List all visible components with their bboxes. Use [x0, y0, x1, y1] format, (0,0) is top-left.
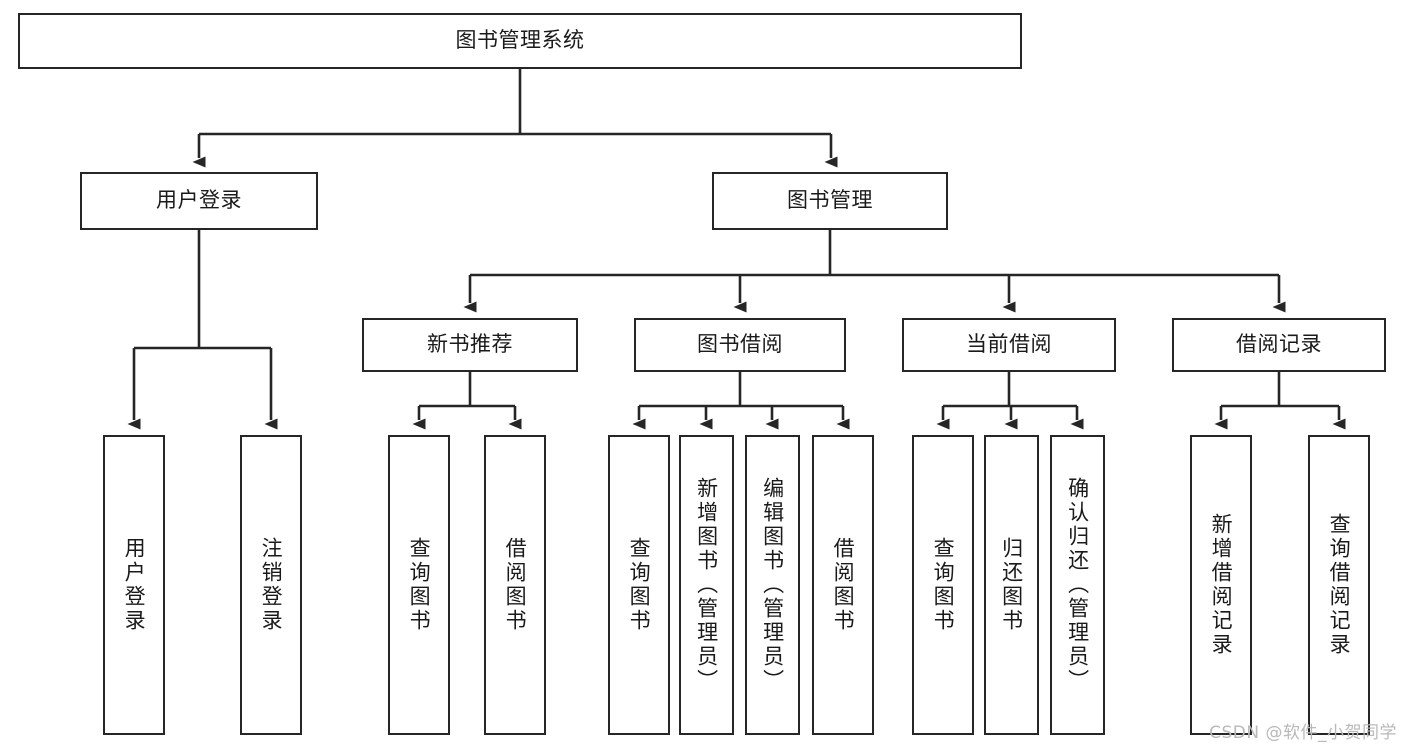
node-leaf-query-book-3[interactable]: 查询图书 — [912, 435, 974, 735]
edges-bookborrow-to-leaves — [632, 372, 850, 430]
node-book-manage[interactable]: 图书管理 — [712, 172, 948, 230]
node-leaf-edit-book-admin-label: 编辑图书（管理员） — [760, 477, 785, 693]
node-leaf-user-logout-label: 注销登录 — [259, 537, 284, 633]
node-borrow-record[interactable]: 借阅记录 — [1172, 318, 1386, 372]
node-leaf-edit-book-admin[interactable]: 编辑图书（管理员） — [745, 435, 800, 735]
node-user-login[interactable]: 用户登录 — [80, 172, 318, 230]
edges-bookmanage-to-level3 — [463, 230, 1286, 313]
node-leaf-query-book-1[interactable]: 查询图书 — [388, 435, 450, 735]
edges-currentborrow-to-leaves — [936, 372, 1084, 430]
csdn-watermark: CSDN @软件_小贺同学 — [1209, 723, 1397, 743]
edges-newbookrec-to-leaves — [412, 372, 522, 430]
edges-root-to-level2 — [192, 69, 838, 168]
edges-borrowrecord-to-leaves — [1214, 372, 1346, 430]
node-leaf-add-borrow-record[interactable]: 新增借阅记录 — [1190, 435, 1252, 735]
node-leaf-borrow-book-1-label: 借阅图书 — [503, 537, 528, 633]
node-leaf-borrow-book-2-label: 借阅图书 — [831, 537, 856, 633]
edges-userlogin-to-leaves — [127, 230, 278, 430]
node-root-label: 图书管理系统 — [455, 28, 585, 53]
node-leaf-confirm-return-admin[interactable]: 确认归还（管理员） — [1050, 435, 1105, 735]
node-current-borrow-label: 当前借阅 — [966, 332, 1052, 357]
node-leaf-query-borrow-record[interactable]: 查询借阅记录 — [1308, 435, 1370, 735]
node-leaf-user-login-label: 用户登录 — [122, 537, 147, 633]
node-book-manage-label: 图书管理 — [787, 188, 873, 213]
node-new-book-rec-label: 新书推荐 — [427, 332, 513, 357]
node-leaf-user-login[interactable]: 用户登录 — [103, 435, 165, 735]
node-leaf-borrow-book-1[interactable]: 借阅图书 — [484, 435, 546, 735]
node-leaf-user-logout[interactable]: 注销登录 — [240, 435, 302, 735]
node-leaf-query-book-2-label: 查询图书 — [627, 537, 652, 633]
node-current-borrow[interactable]: 当前借阅 — [902, 318, 1116, 372]
node-leaf-query-book-2[interactable]: 查询图书 — [608, 435, 670, 735]
node-leaf-add-book-admin[interactable]: 新增图书（管理员） — [679, 435, 734, 735]
node-leaf-query-borrow-record-label: 查询借阅记录 — [1327, 513, 1352, 657]
node-leaf-add-borrow-record-label: 新增借阅记录 — [1209, 513, 1234, 657]
node-root-system[interactable]: 图书管理系统 — [18, 13, 1022, 69]
node-leaf-query-book-1-label: 查询图书 — [407, 537, 432, 633]
node-leaf-add-book-admin-label: 新增图书（管理员） — [694, 477, 719, 693]
node-book-borrow-label: 图书借阅 — [697, 332, 783, 357]
node-borrow-record-label: 借阅记录 — [1236, 332, 1322, 357]
node-user-login-label: 用户登录 — [156, 188, 242, 213]
node-leaf-confirm-return-admin-label: 确认归还（管理员） — [1065, 477, 1090, 693]
node-leaf-return-book[interactable]: 归还图书 — [984, 435, 1039, 735]
node-leaf-borrow-book-2[interactable]: 借阅图书 — [812, 435, 874, 735]
node-book-borrow[interactable]: 图书借阅 — [634, 318, 846, 372]
node-leaf-return-book-label: 归还图书 — [999, 537, 1024, 633]
node-leaf-query-book-3-label: 查询图书 — [931, 537, 956, 633]
node-new-book-rec[interactable]: 新书推荐 — [362, 318, 578, 372]
